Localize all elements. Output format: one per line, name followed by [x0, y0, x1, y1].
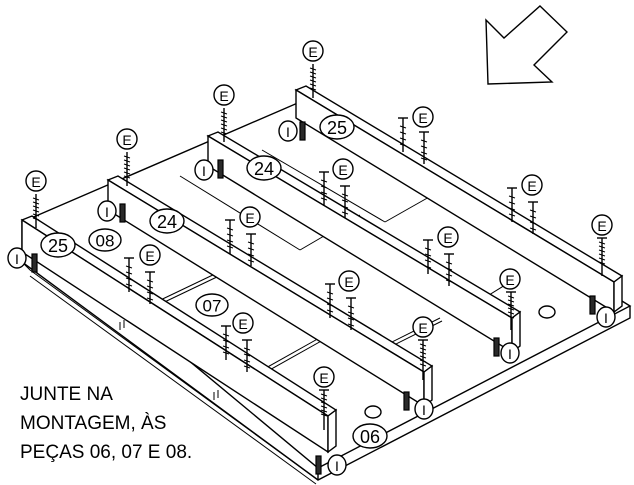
part-callout-25-back: 25 [319, 114, 355, 140]
part-callout-25-front: 25 [40, 232, 76, 258]
direction-arrow-icon [485, 5, 568, 85]
part-label-06: 06 [360, 427, 380, 447]
dowel-callouts: I I I I I I I I [7, 120, 616, 476]
screw [220, 108, 228, 142]
screws [32, 64, 607, 430]
screw-callouts: E E E E E E E E E E E E E E E E [25, 40, 613, 388]
screw-pair [423, 239, 454, 286]
screw-callout-label: E [31, 174, 40, 190]
screw-callout: E [139, 244, 161, 266]
screw [309, 64, 317, 98]
dowel-callout-label: I [105, 204, 109, 220]
dowel-callout: I [414, 398, 434, 420]
screw-callout: E [437, 226, 459, 248]
part-label-24: 24 [157, 212, 177, 232]
screw-callout: E [313, 366, 335, 388]
screw-callout-label: E [344, 274, 353, 290]
part-label-24: 24 [254, 159, 274, 179]
screw [506, 291, 516, 330]
screw-callout-label: E [443, 230, 452, 246]
screw [418, 339, 428, 380]
screw-callout: E [412, 316, 434, 338]
part-label-07: 07 [203, 297, 222, 316]
screw-pair [221, 325, 252, 372]
screw-callout-label: E [418, 320, 427, 336]
screw-callout: E [591, 214, 613, 236]
screw-pair [225, 219, 256, 266]
dowel-callout-label: I [335, 458, 339, 474]
dowel-callout: I [278, 120, 298, 142]
screw-callout: E [302, 40, 324, 62]
screw-pair [319, 171, 350, 218]
part-label-25: 25 [48, 236, 68, 256]
screw-callout-label: E [338, 162, 347, 178]
note-line-2: MONTAGEM, ÀS [20, 413, 167, 434]
screw-callout-label: E [418, 110, 427, 126]
screw-pair [398, 117, 429, 164]
screw-callout-label: E [122, 132, 131, 148]
dowel-callout-label: I [508, 346, 512, 362]
screw-callout: E [239, 206, 261, 228]
part-callouts: 25 24 24 25 08 07 06 [40, 114, 388, 449]
part-callout-07: 07 [195, 293, 229, 317]
part-callout-06: 06 [352, 423, 388, 449]
dowel-callout: I [97, 200, 117, 222]
screw-callout: E [232, 312, 254, 334]
screw-callout-label: E [308, 44, 317, 60]
screw-pair [325, 283, 356, 330]
screw-callout: E [116, 128, 138, 150]
dowel-callout: I [327, 454, 347, 476]
screw [597, 237, 607, 276]
dowel-callout-label: I [422, 402, 426, 418]
screw-callout-label: E [238, 316, 247, 332]
screw-callout-label: E [245, 210, 254, 226]
screw-callout: E [412, 106, 434, 128]
dowels [31, 121, 596, 475]
screw [319, 389, 329, 430]
screw-callout-label: E [219, 88, 228, 104]
screw-callout-label: E [527, 178, 536, 194]
holes [364, 305, 556, 419]
screw [32, 194, 40, 228]
screw-callout: E [338, 270, 360, 292]
assembly-note: JUNTE NA MONTAGEM, ÀS PEÇAS 06, 07 E 08. [20, 380, 192, 467]
screw-pair [124, 257, 155, 304]
part-label-08: 08 [96, 232, 115, 251]
screw-callout-label: E [145, 248, 154, 264]
dowel-callout-label: I [604, 310, 608, 326]
screw-callout: E [332, 158, 354, 180]
screw-pair [507, 187, 538, 234]
part-label-25: 25 [327, 118, 347, 138]
dowel-callout: I [596, 306, 616, 328]
batten-25-back [294, 85, 624, 314]
screw-callout-label: E [505, 272, 514, 288]
screw-callout: E [25, 170, 47, 192]
part-callout-24-rear: 24 [246, 155, 282, 181]
part-callout-08: 08 [88, 228, 122, 252]
note-line-3: PEÇAS 06, 07 E 08. [20, 442, 193, 463]
dowel-callout-label: I [202, 163, 206, 179]
screw-callout: E [521, 174, 543, 196]
dowel-callout-label: I [286, 124, 290, 140]
screw-callout: E [213, 84, 235, 106]
dowel-callout-label: I [15, 251, 19, 267]
screw-callout: E [499, 268, 521, 290]
dowel-callout: I [500, 342, 520, 364]
part-callout-24-front: 24 [149, 208, 185, 234]
screw-callout-label: E [319, 370, 328, 386]
dowel-callout: I [194, 159, 214, 181]
screw-callout-label: E [597, 218, 606, 234]
screw [123, 152, 131, 186]
note-line-1: JUNTE NA [20, 384, 113, 405]
dowel-callout: I [7, 247, 27, 269]
